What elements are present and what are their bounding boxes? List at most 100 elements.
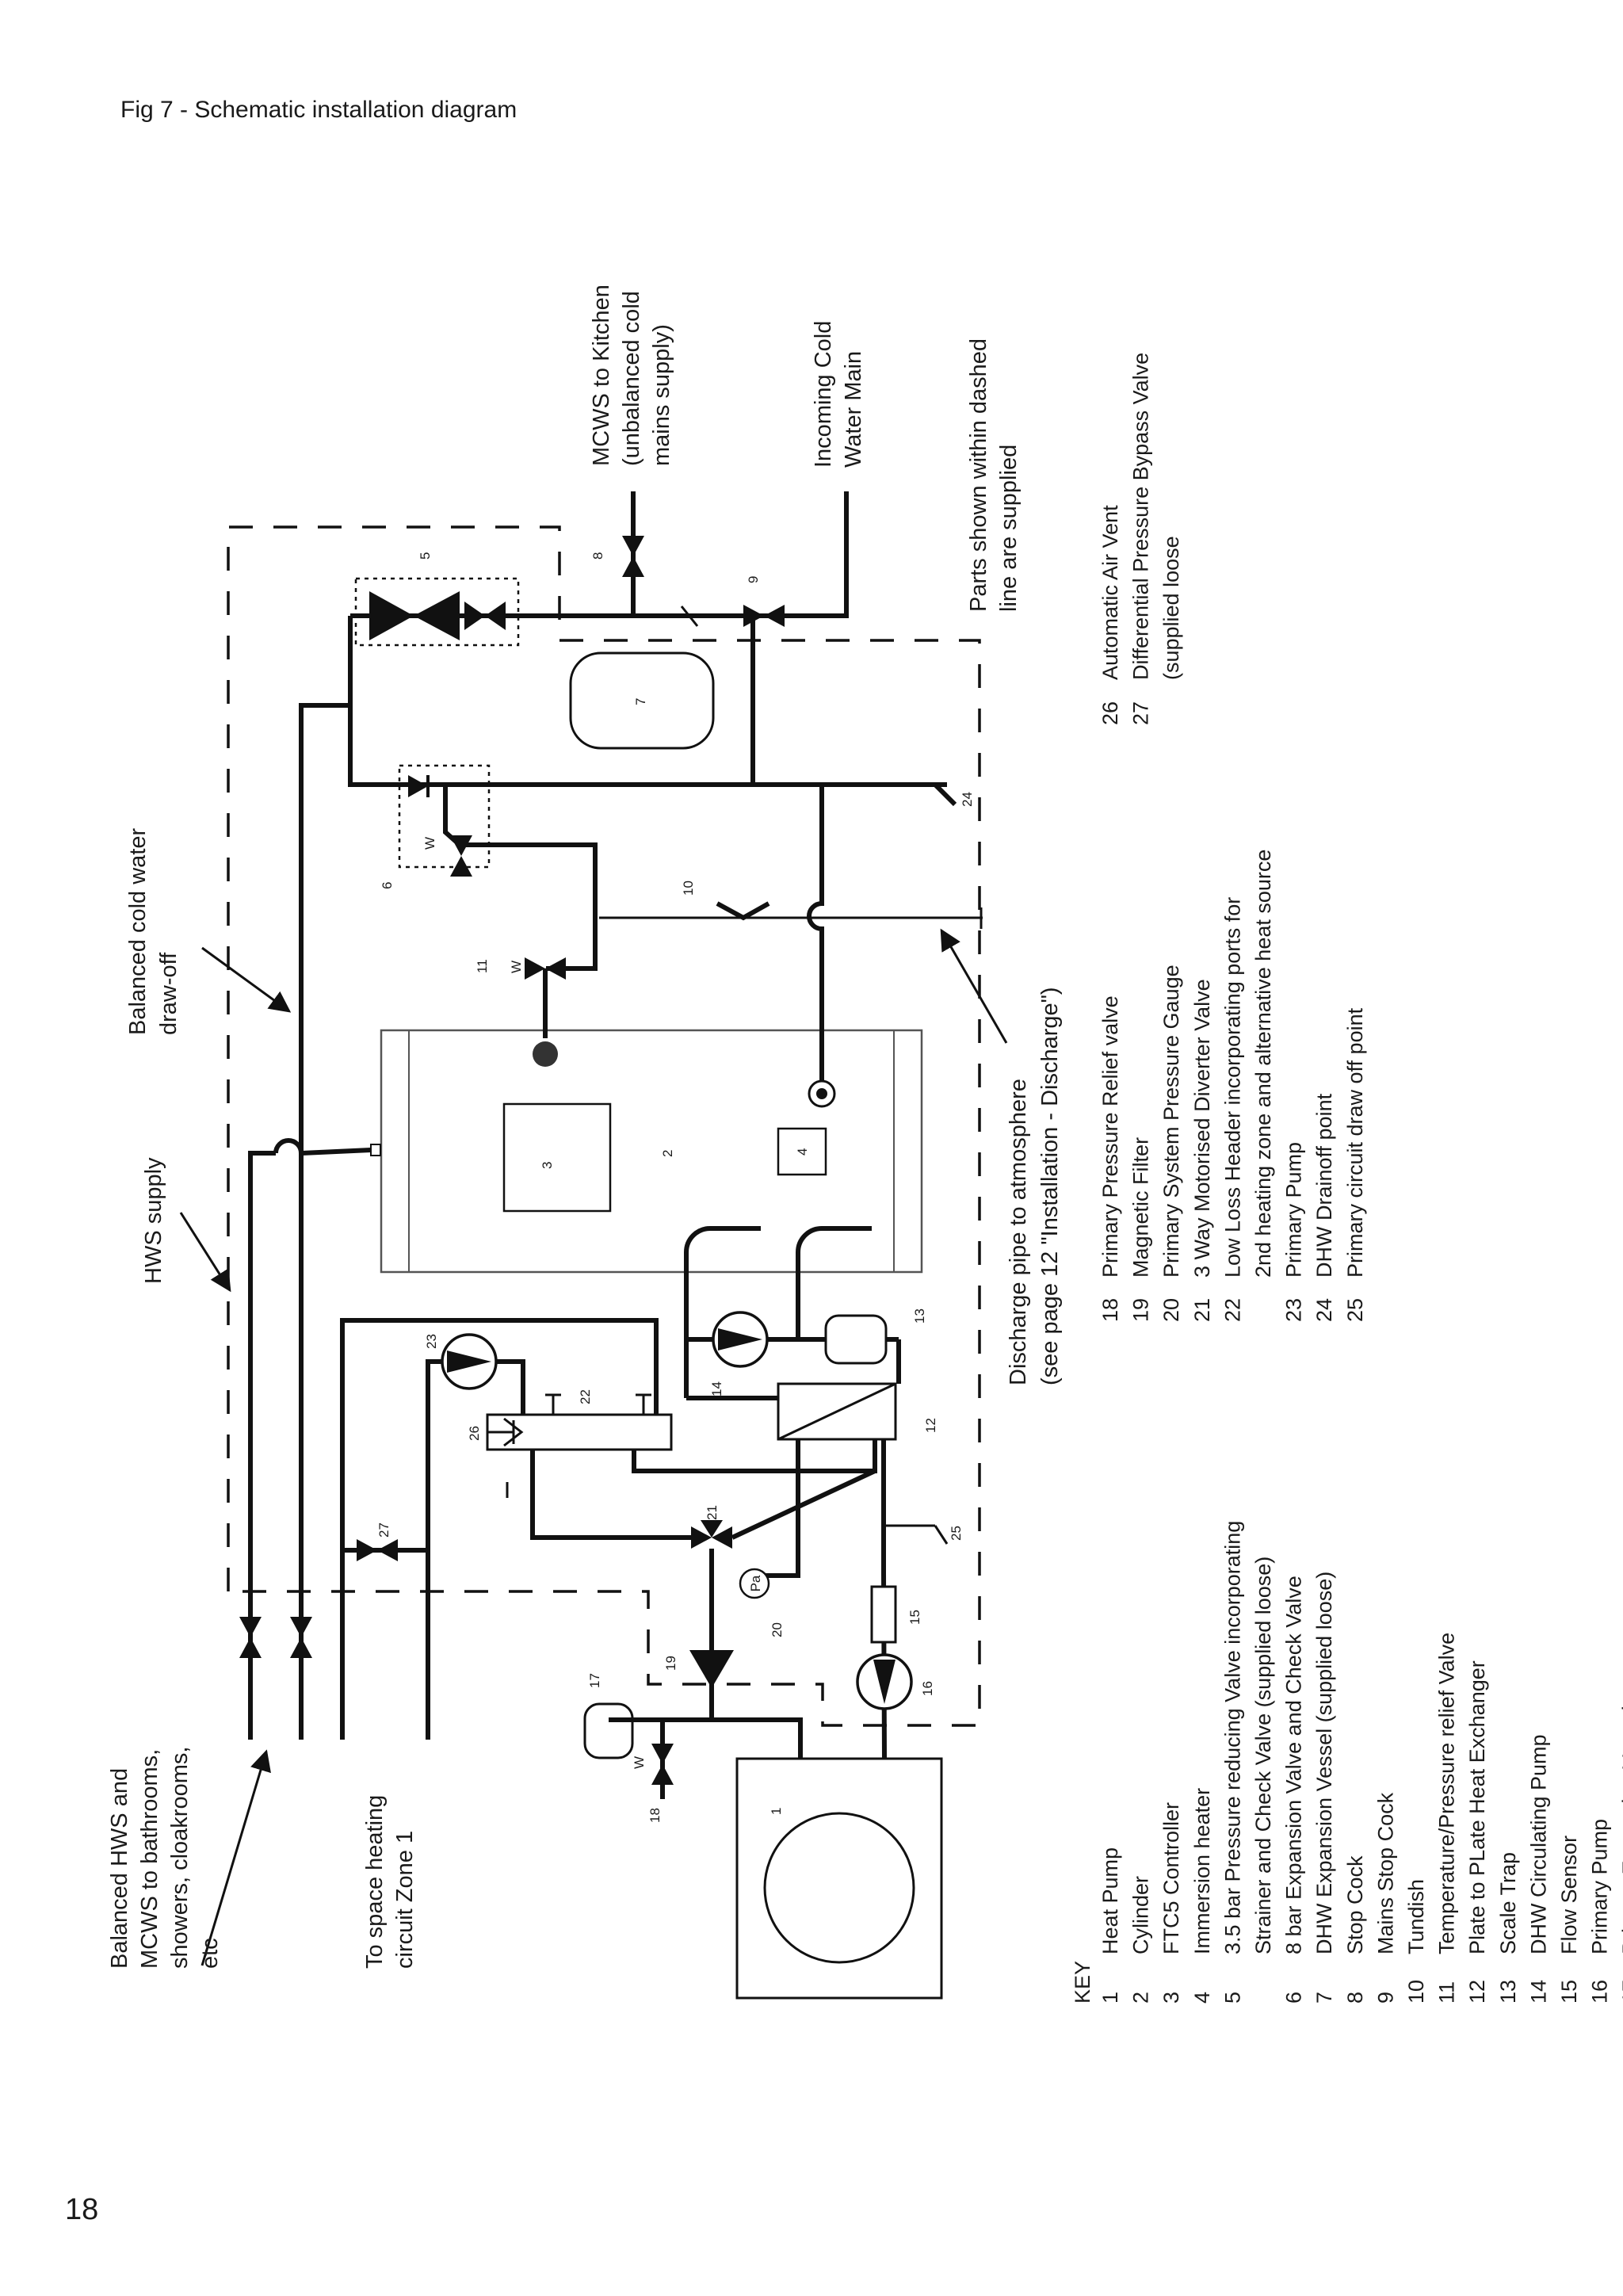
svg-text:17: 17: [587, 1673, 602, 1688]
key-text: Mains Stop Cock: [1373, 1792, 1397, 1954]
label-balanced-hws: Balanced HWS and MCWS to bathrooms, show…: [107, 1747, 223, 1969]
label-incoming-main: Incoming Cold Water Main: [811, 321, 866, 468]
svg-text:16: 16: [920, 1681, 935, 1696]
coil-return: [796, 1226, 872, 1339]
label-balanced-cold: Balanced cold water draw-off: [125, 828, 181, 1035]
svg-text:15: 15: [907, 1610, 922, 1625]
cylinder-port: [370, 1144, 381, 1156]
pressure-reducing-valve-5: [369, 591, 506, 640]
svg-text:10: 10: [681, 881, 696, 896]
drainoff-24: [933, 782, 957, 807]
svg-text:23: 23: [424, 1334, 439, 1349]
svg-text:Incoming Cold: Incoming Cold: [811, 321, 836, 468]
key-text: Cylinder: [1129, 1876, 1153, 1954]
key-number: 24: [1312, 1298, 1336, 1322]
key-number: 1: [1098, 1992, 1122, 2004]
expansion-valve-6: [408, 775, 472, 877]
key-title: KEY: [1071, 1961, 1094, 2004]
label-hws-supply: HWS supply: [141, 1157, 166, 1284]
key-text: Magnetic Filter: [1129, 1137, 1153, 1278]
svg-text:Pa: Pa: [748, 1575, 763, 1591]
svg-text:(unbalanced cold: (unbalanced cold: [619, 291, 644, 466]
svg-text:etc: etc: [197, 1938, 223, 1969]
label-supplied-parts: Parts shown within dashed line are suppl…: [966, 338, 1022, 612]
key-number: 19: [1129, 1298, 1153, 1322]
mains-stop-cock-9: [743, 605, 785, 627]
svg-text:W: W: [422, 837, 437, 850]
key-number: 3: [1159, 1992, 1183, 2004]
arrow-balanced-hws: [200, 1749, 271, 1966]
key-number: 11: [1435, 1981, 1459, 2004]
key-number: 8: [1343, 1992, 1367, 2004]
arrow-discharge: [940, 928, 1008, 1044]
key-text: Temperature/Pressure relief Valve: [1435, 1633, 1459, 1954]
cold-riser: [299, 703, 350, 1740]
stop-cock-8: [622, 536, 644, 577]
key-number: 7: [1312, 1992, 1336, 2004]
cold-header: [348, 616, 947, 787]
magnetic-filter-19: [689, 1650, 734, 1688]
key-text: DHW Circulating Pump: [1526, 1734, 1550, 1954]
key-text: Primary Pump: [1282, 1142, 1306, 1278]
riser-valve-hws: [239, 1617, 262, 1658]
primary-return: [709, 1712, 803, 1759]
heat-pump-fan: [763, 1812, 915, 1964]
prv-group-outline: [354, 577, 520, 647]
expansion-valve-outline: [398, 764, 491, 869]
svg-text:11: 11: [475, 959, 490, 973]
key-number: 17: [1618, 1980, 1623, 2004]
label-discharge: Discharge pipe to atmosphere (see page 1…: [1006, 987, 1063, 1385]
key-number: 18: [1098, 1298, 1122, 1322]
key-text: DHW Expansion Vessel (supplied loose): [1312, 1572, 1336, 1954]
primary-expansion-vessel-17: [583, 1702, 634, 1759]
tundish-line: [807, 785, 824, 1087]
svg-text:MCWS to Kitchen: MCWS to Kitchen: [589, 285, 614, 466]
zone1-flow: [340, 1318, 659, 1740]
diverter-out: [731, 1469, 876, 1540]
supplied-parts-boundary: [227, 525, 981, 1727]
key-number: 20: [1159, 1298, 1183, 1322]
bypass-valve-27: [357, 1539, 398, 1561]
svg-text:24: 24: [960, 792, 975, 807]
svg-text:W: W: [632, 1756, 647, 1769]
key-text: Primary Expansion Vessel: [1618, 1706, 1623, 1954]
key-text: Primary Pressure Relief valve: [1098, 995, 1122, 1278]
low-loss-header-22: [486, 1413, 673, 1451]
key-number: 21: [1190, 1298, 1214, 1322]
svg-text:MCWS to bathrooms,: MCWS to bathrooms,: [137, 1749, 162, 1969]
key-text: FTC5 Controller: [1159, 1802, 1183, 1954]
key-number: 15: [1557, 1980, 1581, 2004]
svg-text:draw-off: draw-off: [156, 952, 181, 1035]
key-text: Flow Sensor: [1557, 1836, 1581, 1954]
zone1-return: [426, 1359, 442, 1740]
key-text: Immersion heater: [1190, 1788, 1214, 1954]
phe-divider: [777, 1382, 896, 1441]
svg-text:25: 25: [949, 1526, 964, 1541]
riser-valve-cold: [290, 1617, 312, 1658]
key-number: 13: [1496, 1980, 1520, 2004]
key-number: 14: [1526, 1980, 1550, 2004]
key-text: Plate to PLate Heat Exchanger: [1465, 1660, 1489, 1954]
key-text: Heat Pump: [1098, 1847, 1122, 1954]
svg-text:To space heating: To space heating: [362, 1795, 388, 1969]
svg-text:circuit Zone 1: circuit Zone 1: [392, 1831, 418, 1969]
key-text: (supplied loose: [1159, 536, 1183, 680]
page-number: 18: [65, 2193, 98, 2226]
key-number: 22: [1220, 1298, 1244, 1322]
header-return: [530, 1450, 697, 1540]
primary-relief-valve-18: [651, 1744, 674, 1785]
key-number: 9: [1373, 1992, 1397, 2004]
key-text: Scale Trap: [1496, 1852, 1520, 1954]
svg-text:HWS supply: HWS supply: [141, 1157, 166, 1284]
svg-text:27: 27: [376, 1522, 391, 1538]
key-text: Primary circuit draw off point: [1343, 1007, 1367, 1278]
hws-to-cylinder: [300, 1148, 372, 1156]
key-text: Stop Cock: [1343, 1855, 1367, 1954]
immersion-heater: [777, 1127, 827, 1176]
diverter-valve-21: [691, 1520, 732, 1549]
key-number: 5: [1220, 1992, 1244, 2004]
svg-text:22: 22: [578, 1389, 593, 1404]
